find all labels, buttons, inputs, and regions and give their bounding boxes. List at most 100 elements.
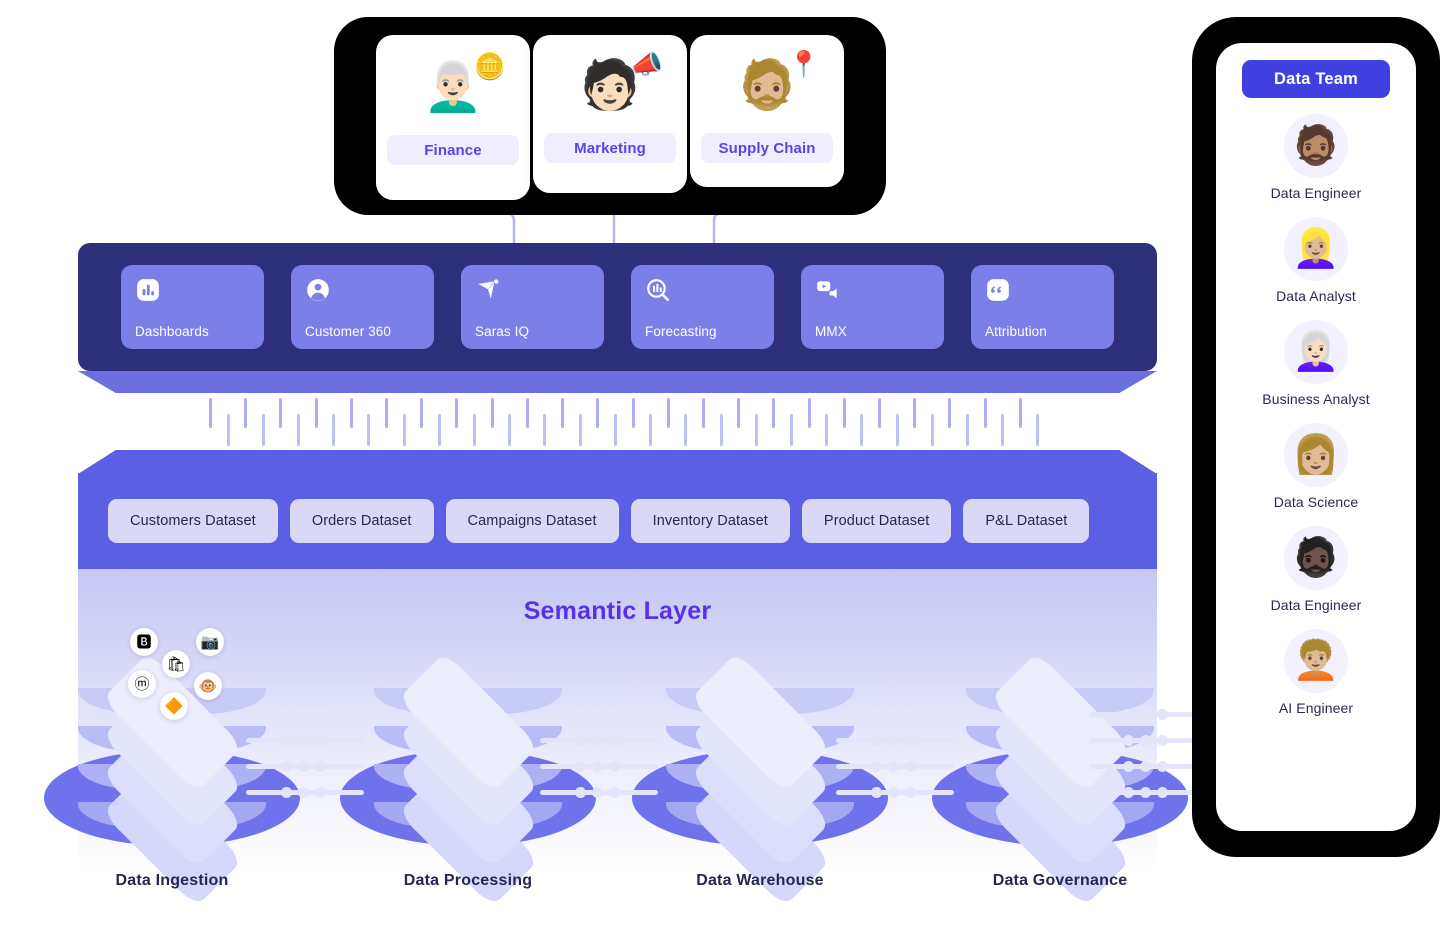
flow-tick	[596, 398, 600, 428]
flow-tick	[613, 414, 617, 446]
app-tile-attribution[interactable]: Attribution	[971, 265, 1114, 349]
flow-tick	[420, 398, 424, 428]
stack-connector-dot	[315, 735, 327, 746]
flow-tick	[297, 414, 301, 446]
flow-tick	[649, 414, 653, 446]
flow-tick	[314, 398, 318, 428]
member-role: Data Science	[1273, 494, 1359, 510]
flow-tick	[543, 414, 547, 446]
avatar: 🧑🏼‍🦱	[1283, 629, 1348, 693]
app-label-forecasting: Forecasting	[645, 324, 717, 339]
member-role: Data Engineer	[1270, 597, 1362, 613]
stack-connector-dot	[315, 787, 327, 798]
flow-tick	[860, 414, 864, 446]
supply-chain-avatar-wrap: 🧔🏼 📍	[712, 49, 822, 123]
team-member-5[interactable]: 🧑🏼‍🦱 AI Engineer	[1279, 629, 1353, 716]
app-tile-dashboards[interactable]: Dashboards	[121, 265, 264, 349]
mailchimp-icon: 🐵	[194, 672, 222, 700]
stack-connector-dot	[1123, 709, 1134, 720]
avatar: 🧔🏿	[1284, 526, 1348, 590]
dataset-chip-product[interactable]: Product Dataset	[801, 499, 952, 543]
dataset-chip-pl[interactable]: P&L Dataset	[963, 499, 1090, 543]
stack-slab	[666, 651, 854, 794]
data-flow-tick-band	[205, 398, 1050, 446]
stack-connector-dot	[871, 709, 883, 720]
stack-connector-dot	[298, 761, 310, 772]
stack-connector-dot	[888, 709, 900, 720]
stack-label: Data Warehouse	[696, 872, 824, 889]
flow-tick	[719, 414, 723, 446]
team-card-finance[interactable]: 👨🏻‍🦳 🪙 Finance	[376, 35, 530, 200]
location-pin-icon: 📍	[787, 49, 820, 79]
stack-connector-dot	[1157, 735, 1168, 746]
flow-tick	[349, 398, 353, 428]
dataset-chip-orders[interactable]: Orders Dataset	[289, 499, 434, 543]
dataset-chip-campaigns[interactable]: Campaigns Dataset	[445, 499, 619, 543]
stack-connector-dot	[1140, 709, 1151, 720]
flow-tick	[437, 414, 441, 446]
shopify-icon: 🛍	[162, 650, 190, 678]
dataset-chip-inventory[interactable]: Inventory Dataset	[630, 499, 790, 543]
app-tile-mmx[interactable]: MMX	[801, 265, 944, 349]
stack-connector-dot	[905, 709, 917, 720]
bar-chart-icon	[135, 277, 161, 303]
data-team-badge: Data Team	[1242, 60, 1390, 98]
infrastructure-stack[interactable]: Data Ingestion	[22, 560, 322, 908]
stack-connector-dot	[592, 735, 604, 746]
stack-connector-dot	[298, 709, 310, 720]
stack-connector-dot	[609, 761, 621, 772]
flow-tick	[209, 398, 212, 428]
flow-tick	[948, 398, 952, 428]
stack-connector-dot	[1123, 787, 1134, 798]
stack-connector-dot	[281, 761, 293, 772]
stack-connector-dot	[1140, 761, 1151, 772]
supply-chain-avatar: 🧔🏼	[737, 59, 797, 112]
team-member-4[interactable]: 🧔🏿 Data Engineer	[1271, 526, 1362, 613]
flow-tick	[367, 414, 371, 446]
flow-tick	[842, 398, 846, 428]
flow-tick	[877, 398, 881, 428]
team-card-supply-chain[interactable]: 🧔🏼 📍 Supply Chain	[690, 35, 844, 187]
flow-tick	[1001, 414, 1005, 446]
flow-tick	[737, 398, 741, 428]
stack-connector-dot	[592, 761, 604, 772]
app-label-customer-360: Customer 360	[305, 324, 391, 339]
semantic-layer-title: Semantic Layer	[523, 597, 712, 625]
dataset-chip-customers[interactable]: Customers Dataset	[108, 499, 278, 543]
member-role: Business Analyst	[1262, 391, 1370, 407]
stack-connector-dot	[905, 735, 917, 746]
stack-connector-dot	[1140, 787, 1151, 798]
team-member-0[interactable]: 🧔🏽 Data Engineer	[1271, 114, 1362, 201]
business-teams-row: 👨🏻‍🦳 🪙 Finance 🧑🏻 📣 Marketing 🧔🏼 📍 Suppl…	[334, 17, 886, 215]
flow-tick	[666, 398, 670, 428]
infrastructure-stack[interactable]: Data Processing	[318, 560, 618, 908]
app-layer-funnel	[78, 371, 1157, 393]
team-member-2[interactable]: 👩🏻‍🦳 Business Analyst	[1262, 320, 1370, 407]
flow-tick	[684, 414, 688, 446]
flow-tick	[965, 414, 969, 446]
team-member-1[interactable]: 👱🏼‍♀️ Data Analyst	[1276, 217, 1356, 304]
stack-connector-dot	[281, 709, 293, 720]
flow-tick	[279, 398, 283, 428]
stack-connector-dot	[575, 761, 587, 772]
app-tile-customer-360[interactable]: Customer 360	[291, 265, 434, 349]
infrastructure-stack[interactable]: Data Warehouse	[610, 560, 910, 908]
team-member-3[interactable]: 👩🏼 Data Science	[1274, 423, 1358, 510]
paper-plane-icon	[475, 277, 501, 303]
flow-tick	[578, 414, 582, 446]
flow-tick	[561, 398, 565, 428]
flow-tick	[772, 398, 776, 428]
team-card-marketing[interactable]: 🧑🏻 📣 Marketing	[533, 35, 687, 193]
flow-tick	[226, 414, 230, 446]
app-tile-saras-iq[interactable]: Saras IQ	[461, 265, 604, 349]
infrastructure-stack[interactable]: Data Governance	[910, 560, 1210, 908]
flow-tick	[332, 414, 336, 446]
flow-tick	[913, 398, 917, 428]
stack-connector-dot	[871, 787, 883, 798]
finance-avatar-wrap: 👨🏻‍🦳 🪙	[398, 51, 508, 125]
chart-search-icon	[645, 277, 671, 303]
flow-tick	[701, 398, 705, 428]
flow-tick	[631, 398, 635, 428]
app-tile-forecasting[interactable]: Forecasting	[631, 265, 774, 349]
